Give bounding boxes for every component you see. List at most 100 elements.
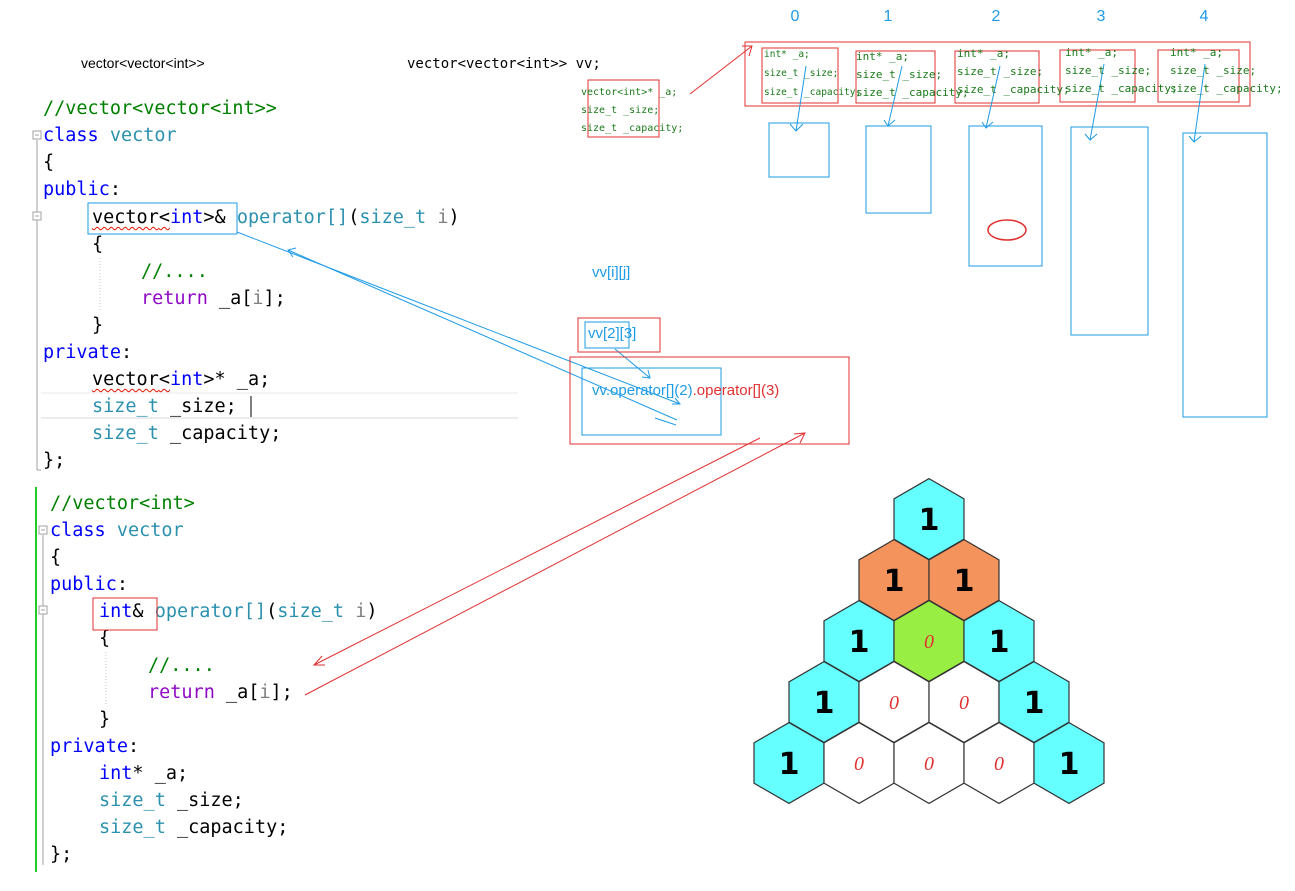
box-vv23-outer	[577, 317, 661, 353]
box-element-1	[855, 50, 936, 104]
element-4-member-capacity: size_t _capacity;	[1170, 82, 1283, 95]
class-keyword-bottom: class	[50, 520, 106, 541]
hex-cell-r4-c4	[1033, 721, 1105, 805]
op-return-lt: <	[158, 207, 170, 228]
vv-23-label: vv[2][3]	[588, 325, 637, 342]
code-fold-guides-top	[32, 130, 42, 471]
code-body-comment-top: //....	[141, 261, 208, 282]
return-keyword-bottom: return	[148, 682, 215, 703]
red-arrowhead-code	[312, 655, 325, 666]
blue-arrowhead-code	[287, 247, 297, 258]
class-name: vector	[109, 125, 177, 146]
hex-value-r2-c0: 1	[849, 625, 870, 660]
red-arrow-code-to-expr	[304, 432, 806, 696]
pointer-arrowhead-0	[789, 123, 804, 132]
element-4-member-a: int* _a;	[1170, 46, 1223, 59]
vv-ij-label: vv[i][j]	[592, 264, 631, 281]
hex-value-r4-c0: 1	[779, 747, 800, 782]
red-arrowhead-expr	[793, 432, 806, 444]
box-inner-vector-array	[744, 41, 1251, 107]
return-end-bottom: ];	[270, 682, 293, 703]
pointer-arrow-3	[1089, 63, 1105, 141]
op-paren-close-bottom: )	[366, 601, 378, 622]
member-a-rest: >* _a;	[203, 369, 271, 390]
member-size-type-bottom: size_t	[99, 790, 166, 811]
pointer-arrowhead-3	[1084, 133, 1098, 141]
row-storage-2	[968, 125, 1043, 267]
member-a-int-bottom: int	[99, 763, 133, 784]
member-size-type: size_t	[92, 396, 159, 417]
pointer-arrow-2	[985, 65, 1001, 129]
code-member-a-bottom: int* _a;	[99, 760, 188, 787]
hex-value-r3-c1: 0	[889, 692, 899, 714]
index-label-1: 1	[883, 8, 893, 25]
element-0-member-size: size_t _size;	[764, 68, 839, 79]
element-3-member-a: int* _a;	[1065, 46, 1118, 59]
element-4-member-size: size_t _size;	[1170, 64, 1257, 77]
box-vv2-inner	[584, 321, 630, 349]
row-storage-4	[1182, 132, 1268, 418]
blue-arrowhead-vv23	[641, 369, 651, 379]
operator-call-red: .operator[](3)	[692, 382, 780, 399]
box-element-2	[954, 50, 1040, 104]
op-param-type: size_t	[359, 207, 427, 228]
code-comment-top: //vector<vector<int>>	[43, 98, 277, 119]
hex-value-r3-c0: 1	[814, 686, 835, 721]
element-4-members: int* _a; size_t _size; size_t _capacity;	[1170, 44, 1283, 98]
element-1-member-capacity: size_t _capacity;	[856, 86, 969, 99]
blue-arrow-vv23-down	[614, 348, 651, 379]
code-member-size-top: size_t _size;	[92, 393, 237, 420]
code-class-close-top: };	[43, 450, 66, 471]
element-0-member-a: int* _a;	[764, 49, 810, 60]
vv-declaration-label: vector<vector<int>> vv;	[407, 56, 601, 72]
code-fold-guides-bottom	[38, 525, 48, 865]
code-class-line-bottom: class vector	[50, 517, 184, 544]
op-return-type-name: vector	[92, 207, 159, 228]
operator-call-blue: vv.operator[](2)	[592, 382, 693, 399]
code-private-bottom: private:	[50, 733, 139, 760]
code-open-brace-top: {	[43, 152, 55, 173]
code-class-close-bottom: };	[50, 844, 73, 865]
return-end: ];	[263, 288, 286, 309]
element-3-member-capacity: size_t _capacity;	[1065, 82, 1178, 95]
op-paren-open: (	[348, 207, 360, 228]
private-keyword: private	[43, 342, 121, 363]
member-capacity-type: size_t	[92, 423, 159, 444]
box-element-4	[1157, 49, 1240, 103]
op-param-name: i	[437, 207, 449, 228]
code-private-top: private:	[43, 339, 132, 366]
public-colon: :	[109, 179, 121, 200]
element-1-member-a: int* _a;	[856, 50, 909, 63]
element-3-members: int* _a;size_t _size;size_t _capacity;	[1065, 44, 1178, 98]
op-paren-close: )	[448, 207, 460, 228]
op-return-int: int	[169, 207, 204, 228]
box-vector-int-ref	[87, 202, 238, 235]
hex-value-r3-c2: 0	[959, 692, 969, 714]
op-return-type: vector<	[92, 207, 170, 228]
pointer-arrowhead-1	[883, 119, 896, 127]
public-colon-bottom: :	[116, 574, 128, 595]
index-label-4: 4	[1199, 8, 1209, 25]
operator-call-expression: vv.operator[](2).operator[](3)	[592, 380, 779, 399]
public-keyword: public	[43, 179, 110, 200]
box-operator-call-outer	[569, 356, 850, 445]
code-open-brace-bottom: {	[50, 547, 62, 568]
box-int-ref	[92, 597, 158, 631]
blue-arrow-code-to-call	[236, 231, 681, 405]
vv-type-label-left: vector<vector<int>>	[81, 55, 205, 71]
member-a-rest-bottom: * _a;	[132, 763, 189, 784]
op-param-type-bottom: size_t	[277, 601, 345, 622]
code-return-line-bottom: return _a[i];	[148, 679, 293, 706]
red-circle-target	[987, 219, 1027, 241]
op-name-bottom: operator[]	[154, 601, 267, 622]
member-a-int: int	[169, 369, 204, 390]
red-arrow-vv-to-array	[689, 45, 753, 95]
hex-value-r2-c2: 1	[989, 625, 1010, 660]
member-a-type: vector<	[92, 369, 170, 390]
hex-value-r3-c3: 1	[1024, 686, 1045, 721]
element-1-members: int* _a;size_t _size;size_t _capacity;	[856, 48, 969, 102]
element-2-member-a: int* _a;	[957, 47, 1010, 60]
member-a-lt: <	[158, 369, 170, 390]
